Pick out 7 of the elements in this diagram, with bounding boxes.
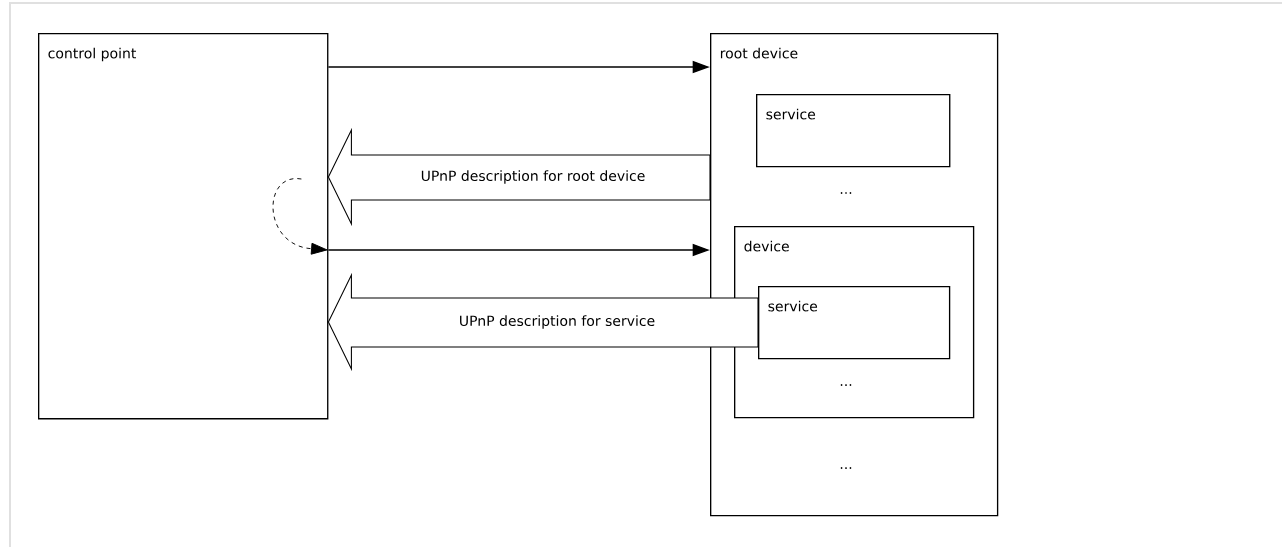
loop-arrow [272,178,328,255]
ellipsis: ... [840,467,852,469]
service-box: service [758,286,951,360]
ellipsis: ... [840,384,852,386]
service-box: service [756,94,951,168]
device-box: control point [38,33,329,420]
ellipsis: ... [840,192,852,194]
